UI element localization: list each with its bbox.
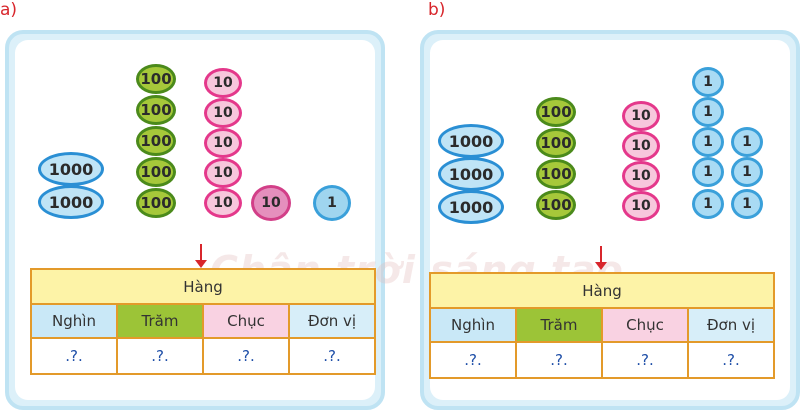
coin-100: 100 [136, 126, 176, 156]
coin-1: 1 [731, 157, 763, 187]
coin-100: 100 [136, 188, 176, 218]
coin-100: 100 [536, 128, 576, 158]
coin-1: 1 [692, 157, 724, 187]
coin-10: 10 [622, 191, 660, 221]
answer-cell[interactable]: .?. [116, 337, 204, 375]
column-ones: Đơn vị [687, 307, 775, 343]
column-hundreds: Trăm [515, 307, 603, 343]
coin-1: 1 [731, 127, 763, 157]
coin-100: 100 [536, 97, 576, 127]
coin-100: 100 [536, 159, 576, 189]
coin-10: 10 [204, 188, 242, 218]
column-tens: Chục [202, 303, 290, 339]
answer-cell[interactable]: .?. [30, 337, 118, 375]
coin-1: 1 [692, 127, 724, 157]
column-thousands: Nghìn [30, 303, 118, 339]
coin-1000: 1000 [438, 124, 504, 158]
coin-1: 1 [692, 189, 724, 219]
column-ones: Đơn vị [288, 303, 376, 339]
coin-100: 100 [136, 64, 176, 94]
coin-1: 1 [692, 67, 724, 97]
coin-100: 100 [136, 95, 176, 125]
coin-10: 10 [622, 131, 660, 161]
coin-1000: 1000 [38, 152, 104, 186]
arrow-down-icon [195, 244, 207, 268]
coin-10: 10 [622, 161, 660, 191]
coin-1: 1 [731, 189, 763, 219]
answer-cell[interactable]: .?. [202, 337, 290, 375]
coin-1000: 1000 [438, 190, 504, 224]
coin-1: 1 [313, 185, 351, 221]
column-hundreds: Trăm [116, 303, 204, 339]
answer-cell[interactable]: .?. [288, 337, 376, 375]
place-value-table-a: Hàng Nghìn Trăm Chục Đơn vị .?. .?. .?. … [30, 268, 376, 375]
coin-10: 10 [251, 185, 291, 221]
arrow-down-icon [595, 246, 607, 270]
part-a-label: a) [0, 0, 18, 20]
place-value-table-b: Hàng Nghìn Trăm Chục Đơn vị .?. .?. .?. … [429, 272, 775, 379]
table-header: Hàng [429, 272, 775, 309]
column-thousands: Nghìn [429, 307, 517, 343]
coin-10: 10 [622, 101, 660, 131]
coin-1000: 1000 [438, 157, 504, 191]
part-b-label: b) [428, 0, 446, 20]
answer-cell[interactable]: .?. [601, 341, 689, 379]
answer-cell[interactable]: .?. [687, 341, 775, 379]
table-header: Hàng [30, 268, 376, 305]
coin-1000: 1000 [38, 185, 104, 219]
coin-100: 100 [136, 157, 176, 187]
coin-10: 10 [204, 128, 242, 158]
coin-1: 1 [692, 97, 724, 127]
coin-10: 10 [204, 68, 242, 98]
answer-cell[interactable]: .?. [429, 341, 517, 379]
answer-cell[interactable]: .?. [515, 341, 603, 379]
column-tens: Chục [601, 307, 689, 343]
coin-100: 100 [536, 190, 576, 220]
coin-10: 10 [204, 98, 242, 128]
coin-10: 10 [204, 158, 242, 188]
